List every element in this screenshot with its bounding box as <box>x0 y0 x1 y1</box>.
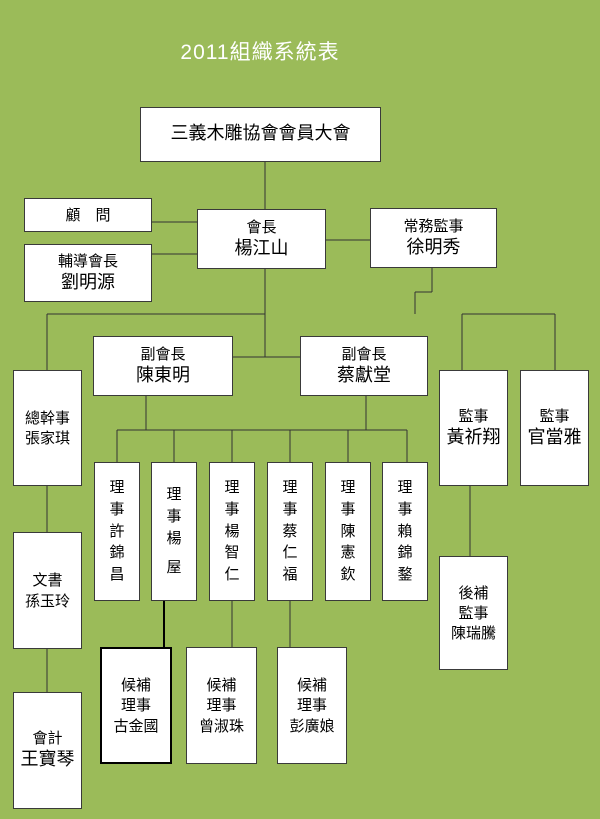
alt-director-role: 候補 <box>296 676 327 695</box>
clerk-name: 孫玉玲 <box>24 591 70 610</box>
president-box: 會長 楊江山 <box>197 209 326 269</box>
alt-director-box: 候補 理事 曾淑珠 <box>186 647 257 764</box>
standing-supervisor-name: 徐明秀 <box>406 236 461 258</box>
alt-director-role: 候補 <box>120 676 151 695</box>
director-role: 理 <box>224 478 240 497</box>
alt-supervisor-box: 後補 監事 陳瑞騰 <box>439 556 508 670</box>
vice-president-name: 陳東明 <box>136 364 190 386</box>
director-box: 理 事 賴 錦 鍪 <box>382 462 428 601</box>
guidance-role: 輔導會長 <box>57 251 118 270</box>
alt-director-role: 理事 <box>120 696 151 715</box>
alt-supervisor-role: 後補 <box>458 583 489 602</box>
alt-supervisor-role: 監事 <box>458 603 489 622</box>
alt-director-name: 古金國 <box>113 716 159 735</box>
standing-supervisor-box: 常務監事 徐明秀 <box>370 208 497 268</box>
director-role: 理 <box>397 478 413 497</box>
director-role: 事 <box>340 499 356 518</box>
director-name-char: 鍪 <box>397 565 413 584</box>
supervisor-role: 監事 <box>539 406 570 425</box>
alt-director-box: 候補 理事 彭廣娘 <box>277 647 347 764</box>
vice-president-box: 副會長 陳東明 <box>93 336 233 396</box>
director-box: 理 事 許 錦 昌 <box>94 462 140 601</box>
director-name-char: 仁 <box>282 543 298 562</box>
director-role: 理 <box>109 478 125 497</box>
guidance-box: 輔導會長 劉明源 <box>24 244 152 302</box>
assembly-label: 三義木雕協會會員大會 <box>170 123 351 145</box>
alt-director-box: 候補 理事 古金國 <box>100 647 172 764</box>
director-role: 理 <box>282 478 298 497</box>
chart-title: 2011組織系統表 <box>180 41 340 64</box>
director-name-char: 陳 <box>340 521 356 540</box>
vice-president-role: 副會長 <box>140 344 186 363</box>
director-name-char: 許 <box>109 521 125 540</box>
director-name-char: 錦 <box>397 543 413 562</box>
secretary-general-box: 總幹事 張家琪 <box>13 370 82 486</box>
advisor-box: 顧 問 <box>24 198 152 232</box>
secretary-general-name: 張家琪 <box>24 429 70 447</box>
assembly-box: 三義木雕協會會員大會 <box>140 107 381 162</box>
director-name-char: 仁 <box>224 565 240 584</box>
director-name-char: 錦 <box>109 543 125 562</box>
director-name-char: 福 <box>282 565 298 584</box>
alt-director-role: 候補 <box>206 676 237 695</box>
standing-supervisor-role: 常務監事 <box>403 216 464 235</box>
vice-president-box: 副會長 蔡獻堂 <box>300 336 428 396</box>
director-name-char: 賴 <box>397 521 413 540</box>
president-role: 會長 <box>246 217 277 236</box>
director-role: 事 <box>282 499 298 518</box>
director-role: 事 <box>224 499 240 518</box>
alt-director-role: 理事 <box>296 696 327 715</box>
director-name-char: 楊 <box>166 528 182 547</box>
accountant-role: 會計 <box>32 729 63 748</box>
supervisor-name: 黃祈翔 <box>446 426 501 448</box>
director-box: 理 事 楊 智 仁 <box>209 462 255 601</box>
supervisor-role: 監事 <box>458 406 489 425</box>
director-name-char: 楊 <box>224 521 240 540</box>
director-role: 理 <box>166 485 182 503</box>
supervisor-box: 監事 黃祈翔 <box>439 370 508 486</box>
clerk-role: 文書 <box>32 571 63 590</box>
accountant-box: 會計 王寶琴 <box>13 692 82 809</box>
vice-president-role: 副會長 <box>341 344 387 363</box>
director-name-char: 屋 <box>166 558 182 577</box>
director-role: 事 <box>109 499 125 518</box>
director-role: 理 <box>340 478 356 497</box>
director-name-char: 昌 <box>109 565 125 584</box>
supervisor-box: 監事 官當雅 <box>520 370 589 486</box>
director-box: 理 事 楊 屋 <box>151 462 197 601</box>
alt-supervisor-name: 陳瑞騰 <box>450 624 496 643</box>
director-box: 理 事 陳 憲 欽 <box>325 462 371 601</box>
director-box: 理 事 蔡 仁 福 <box>267 462 313 601</box>
supervisor-name: 官當雅 <box>527 426 582 448</box>
director-name-char: 蔡 <box>282 521 298 540</box>
advisor-label: 顧 問 <box>65 205 111 224</box>
alt-director-role: 理事 <box>206 696 237 715</box>
header-band <box>0 0 600 108</box>
director-role: 事 <box>397 499 413 518</box>
clerk-box: 文書 孫玉玲 <box>13 532 82 649</box>
guidance-name: 劉明源 <box>61 271 115 293</box>
alt-director-name: 彭廣娘 <box>289 716 335 735</box>
director-name-char: 智 <box>224 543 240 562</box>
vice-president-name: 蔡獻堂 <box>337 364 391 386</box>
director-name-char: 欽 <box>340 565 356 584</box>
alt-director-name: 曾淑珠 <box>198 716 244 735</box>
director-role: 事 <box>166 506 182 525</box>
accountant-name: 王寶琴 <box>20 749 75 771</box>
president-name: 楊江山 <box>234 237 289 259</box>
secretary-general-role: 總幹事 <box>24 408 70 427</box>
director-name-char: 憲 <box>340 543 356 562</box>
